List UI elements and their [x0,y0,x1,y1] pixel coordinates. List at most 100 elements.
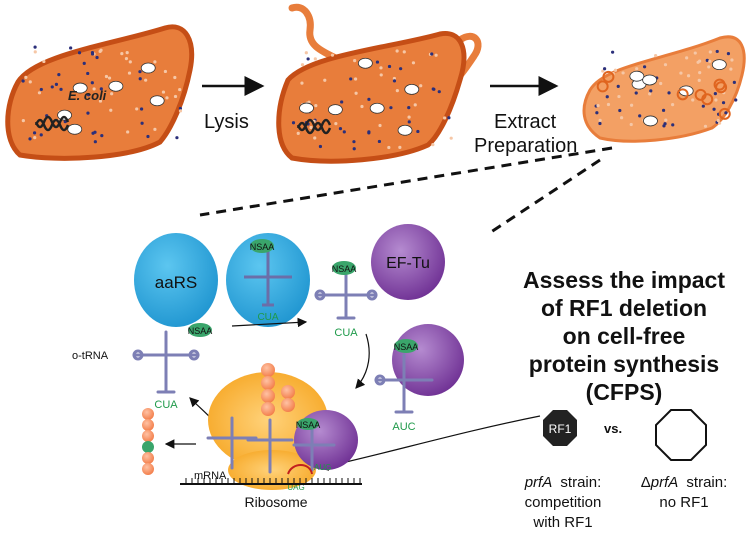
cell-dot [375,60,380,64]
ribosome-blob [404,84,420,95]
cell-dot [379,66,383,70]
cell-dot [161,90,166,94]
cell-dot [165,96,169,100]
prfa-strain-line1: prfA strain: [524,474,602,491]
dna-coil-icon [296,118,332,135]
nascent-peptide [261,363,295,416]
cell-dot [654,54,658,58]
ribosome-blob [629,70,645,82]
cell-dot [685,56,689,60]
cell-dot [86,71,90,76]
cell-dot [449,136,453,140]
cell-dot [712,107,716,111]
cell-dot [635,67,639,71]
cell-dot [309,125,313,130]
cell-dot [69,46,73,50]
cell-dot [330,53,335,57]
cell-dot [90,81,94,85]
cell-dot [153,127,157,131]
ribosome-blob [299,102,314,114]
amino-acid-bead [281,398,295,412]
cell-dot [352,147,356,151]
ribosome-blob [72,82,88,94]
cell-dot [392,79,397,83]
lysed-cell [276,3,482,164]
cell-dot [54,82,59,86]
ribosome-blob [140,62,156,74]
cell-dot [447,116,451,120]
cell-dot [107,76,112,80]
cell-dot [95,55,99,60]
amino-acid-bead [261,402,275,416]
cell-dot [77,51,82,55]
dprfa-gene: prfA [650,474,679,491]
nsaa-label: NSAA [394,342,419,352]
cell-dot [349,77,353,81]
cell-dot [140,121,144,125]
cell-dot [667,91,671,95]
cell-dot [353,77,358,81]
cell-dot [618,108,622,113]
cell-dot [595,111,599,115]
cell-dot [178,87,182,92]
cell-dot [679,71,683,75]
released-protein [142,408,154,475]
cell-dot [173,75,177,80]
nsaa-bubble [297,418,319,430]
vesicle [596,80,609,93]
zoom-line-right [487,158,601,236]
aars-enzyme: aaRS [134,233,218,327]
ribosome-blob [642,74,658,86]
cell-dot [686,74,691,78]
cell-dot [638,114,642,118]
cell-dot [606,102,611,107]
delivery-arrow [355,333,370,389]
cell-dot [178,109,183,113]
intact-cell: E. coli [5,24,195,161]
cell-dot [693,51,697,55]
cell-contents [594,49,738,128]
cell-dot [387,64,392,69]
nsaa-bubble [332,261,356,275]
cell-dot [338,127,343,131]
cell-dot [334,122,338,126]
cell-dot [342,130,346,134]
cell-dot [175,136,179,140]
cell-dot [313,136,317,140]
cell-dot [430,52,434,56]
cell-dot [616,84,620,88]
cell-dot [104,74,109,79]
cell-dot [144,78,148,82]
vesicle [602,70,615,83]
auc-label: AUC [392,421,415,433]
cell-dot [86,111,90,115]
amino-acid-bead [261,389,275,403]
cell-dot [630,103,634,107]
cell-dot [59,87,63,91]
ribosome-blob [108,80,124,92]
cell-dot [354,91,358,95]
cell-dot [389,106,393,110]
ribosome-blob [149,95,165,107]
cell-dot [402,50,406,54]
cell-dot [314,104,318,108]
cell-dot [92,87,96,91]
cell-dot [596,103,600,108]
cell-dot [598,118,602,122]
eftu-protein: EF-Tu [371,224,445,300]
cell-dot [318,144,323,149]
cell-dot [419,84,423,88]
cell-dot [407,120,411,124]
cell-dot [661,108,666,112]
ecoli-label: E. coli [68,88,107,103]
cell-dot [50,85,54,89]
cell-dot [634,91,638,95]
cell-dot [399,67,403,71]
prfa-gene: prfA [524,474,553,491]
cell-dot [649,89,653,93]
zoom-line-left [199,146,613,217]
nsaa-bubble [188,323,212,337]
nsaa-label: NSAA [188,326,213,336]
cell-dot [139,107,144,111]
cell-dot [120,52,124,56]
